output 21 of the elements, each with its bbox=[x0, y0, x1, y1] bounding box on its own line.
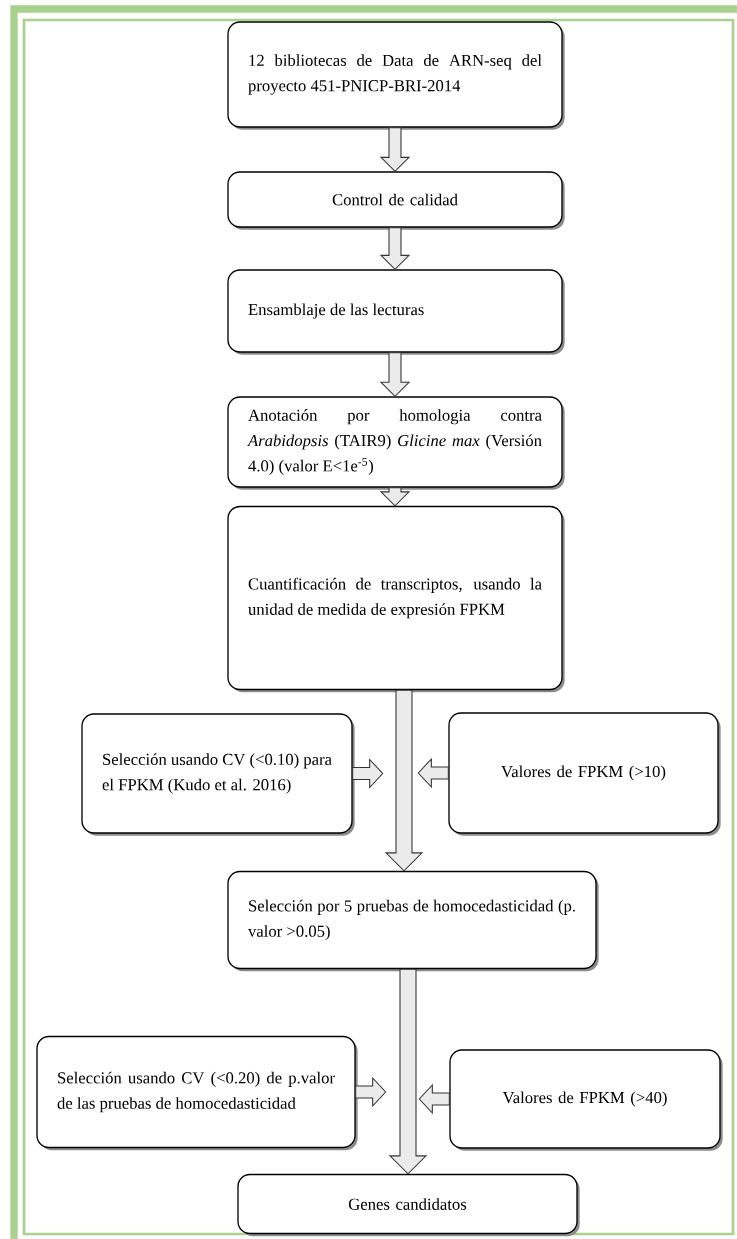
block-arrow bbox=[388, 968, 428, 1175]
block-arrow bbox=[379, 227, 411, 271]
process-box: Control de calidad bbox=[227, 171, 565, 230]
process-box: Selección usando CV (<0.20) de p.valor de las pruebas de homocedasticidad bbox=[36, 1035, 358, 1151]
process-box: Selección por 5 pruebas de homocedasticidad (p. valor >0.05) bbox=[227, 870, 599, 972]
block-arrow bbox=[355, 1076, 387, 1108]
process-box: Valores de FPKM (>10) bbox=[448, 712, 721, 836]
process-box: Ensamblaje de las lecturas bbox=[227, 269, 565, 355]
process-box: Anotación por homologia contra Arabidopsis (TAIR9) Glicine max (Versión 4.0) (valor E<1e$^{-5}$) bbox=[227, 396, 565, 490]
block-arrow bbox=[379, 487, 411, 507]
process-box: 12 bibliotecas de Data de ARN-seq del proyecto 451-PNICP-BRI-2014 bbox=[227, 21, 565, 130]
block-arrow bbox=[417, 757, 449, 789]
block-arrow bbox=[379, 127, 411, 173]
process-box: Selección usando CV (<0.10) para el FPKM (Kudo et al. 2016) bbox=[81, 713, 355, 836]
block-arrow bbox=[384, 689, 424, 872]
process-box: Valores de FPKM (>40) bbox=[449, 1049, 723, 1151]
block-arrow bbox=[379, 352, 411, 398]
process-box: Genes candidatos bbox=[237, 1173, 580, 1237]
block-arrow bbox=[418, 1083, 450, 1115]
process-box: Cuantificación de transcriptos, usando la unidad de medida de expresión FPKM bbox=[227, 505, 565, 693]
block-arrow bbox=[352, 758, 384, 789]
